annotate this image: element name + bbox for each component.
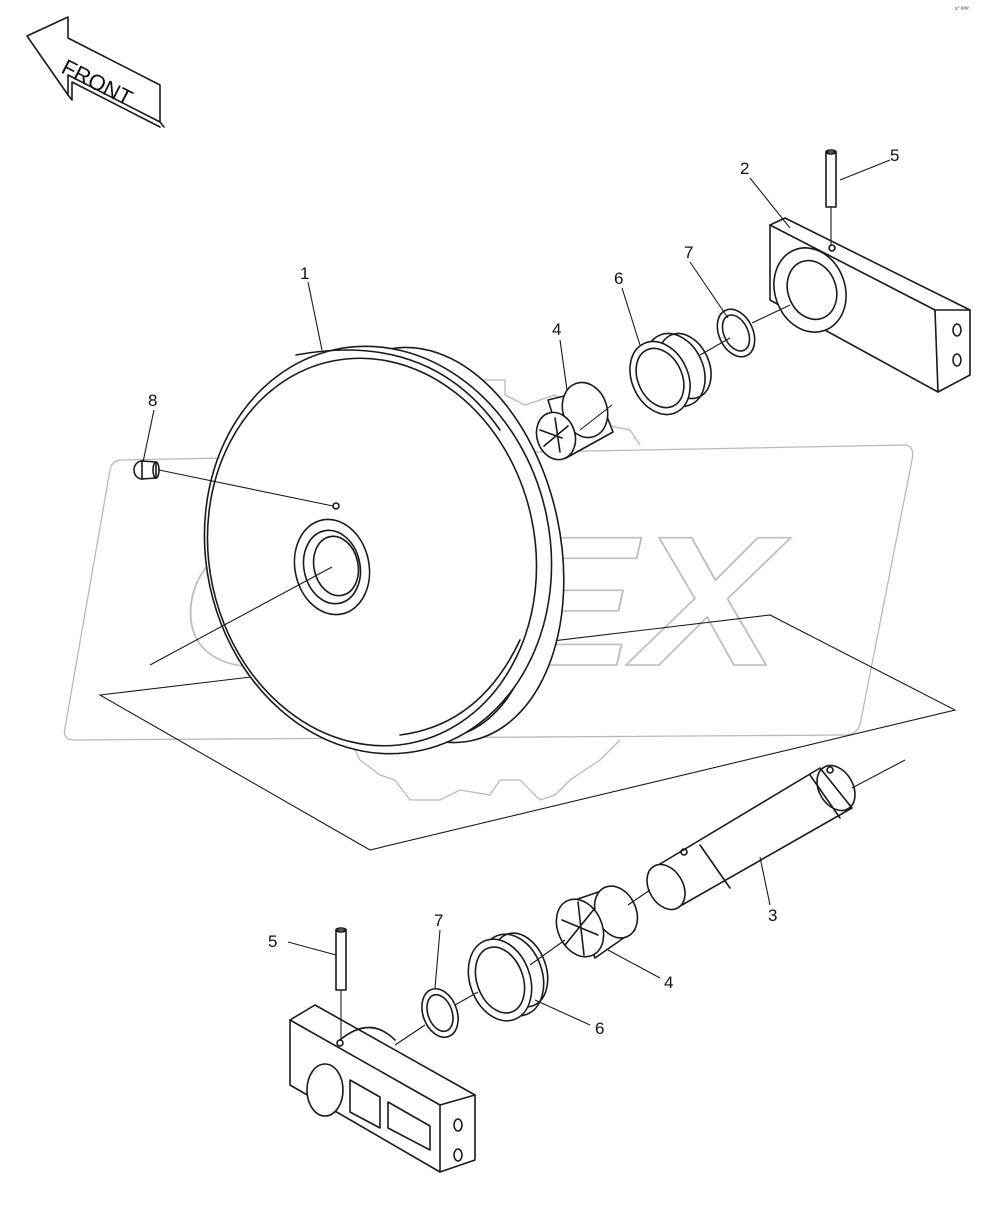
callout-4-upper: 4 [552, 320, 561, 339]
callout-8: 8 [148, 391, 157, 410]
callout-5-upper: 5 [890, 146, 899, 165]
shaft [646, 759, 906, 911]
callout-7-upper: 7 [684, 243, 693, 262]
callout-1: 1 [300, 264, 309, 283]
bushing-lower [555, 885, 639, 959]
seal-lower [467, 932, 549, 1022]
callout-6-lower: 6 [595, 1019, 604, 1038]
callout-5-lower: 5 [268, 932, 277, 951]
callout-2: 2 [740, 159, 749, 178]
corner-mark: x° ### [955, 6, 969, 12]
front-arrow: FRONT [26, 16, 165, 128]
callout-3: 3 [768, 906, 777, 925]
bearing-block [769, 217, 971, 393]
plug [133, 460, 334, 507]
leader-lines [142, 159, 891, 1026]
bearing-block-lower [289, 1004, 476, 1173]
o-ring-upper [716, 308, 756, 358]
pin-lower [335, 927, 347, 1040]
callout-4-lower: 4 [664, 973, 673, 992]
idler-wheel [203, 345, 565, 755]
o-ring-lower [421, 987, 459, 1039]
pin-upper [825, 149, 837, 246]
seal-upper [629, 332, 712, 416]
callout-7-lower: 7 [434, 911, 443, 930]
callout-6-upper: 6 [614, 269, 623, 288]
bushing-upper [535, 381, 614, 461]
